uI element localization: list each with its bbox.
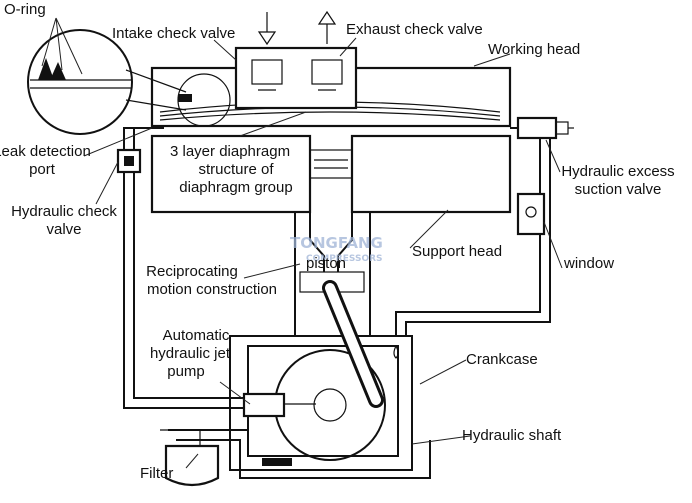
crankcase	[229, 280, 413, 471]
window-label: window	[563, 255, 614, 272]
valve-block	[234, 46, 358, 110]
working-head-label: Working head	[488, 41, 580, 58]
intake-check-valve-label: Intake check valve	[112, 25, 235, 42]
leader-lines	[41, 17, 563, 469]
filter-icon	[160, 429, 220, 487]
auto-pump-label-1: Automatic	[163, 327, 230, 344]
leak-detection-label-2: port	[29, 161, 56, 178]
hydraulic-check-valve-icon	[116, 148, 142, 174]
hydraulic-excess-suction-valve-icon	[516, 116, 574, 140]
window-icon	[516, 192, 546, 236]
diaphragm-label-2: structure of	[198, 161, 274, 178]
piston-label: piston	[306, 255, 346, 272]
diaphragm-label-3: diaphragm group	[179, 179, 292, 196]
support-head-label: Support head	[412, 243, 502, 260]
hydraulic-excess-label-2: suction valve	[575, 181, 662, 198]
o-ring-inset	[27, 29, 231, 135]
hydraulic-shaft-label: Hydraulic shaft	[462, 427, 562, 444]
diaphragm-label-1: 3 layer diaphragm	[170, 143, 290, 160]
crankcase-label: Crankcase	[466, 351, 538, 368]
auto-pump-label-3: pump	[167, 363, 205, 380]
jet-pump	[242, 392, 316, 418]
watermark-sub: COMPRESSORS	[306, 254, 383, 264]
support-head	[294, 212, 371, 336]
auto-pump-label-2: hydraulic jet	[150, 345, 231, 362]
diaphragm-chamber	[150, 134, 512, 214]
exhaust-check-valve-label: Exhaust check valve	[346, 21, 483, 38]
watermark-logo: TONGFANG COMPRESSORS	[290, 234, 383, 264]
watermark-brand: TONGFANG	[290, 234, 383, 252]
exhaust-arrow-icon	[317, 10, 337, 44]
hydraulic-excess-label-1: Hydraulic excess	[561, 163, 674, 180]
leak-detection-label-1: Leak detection	[0, 143, 91, 160]
hydraulic-check-label-2: valve	[46, 221, 81, 238]
hydraulic-check-label-1: Hydraulic check	[11, 203, 117, 220]
o-ring-label: O-ring	[4, 1, 46, 18]
filter-label: Filter	[140, 465, 173, 482]
reciprocating-label-1: Reciprocating	[146, 263, 238, 280]
intake-arrow-icon	[257, 12, 277, 46]
reciprocating-label-2: motion construction	[147, 281, 277, 298]
